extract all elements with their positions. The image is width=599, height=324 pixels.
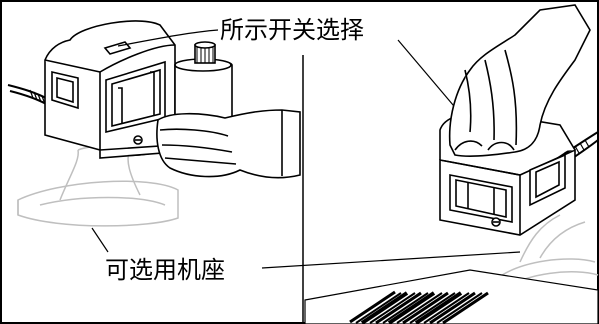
stand-left: [17, 145, 179, 227]
barcode-paper: [304, 269, 599, 324]
stand-leader-left: [91, 227, 109, 253]
switch-leader-left: [117, 29, 219, 47]
scanner-left: [44, 20, 176, 159]
optional-stand-label: 可选用机座: [103, 256, 227, 284]
cable-left: [7, 84, 51, 107]
left-scene: [7, 20, 301, 253]
right-scene: [304, 4, 599, 324]
stand-leader-right: [261, 251, 521, 269]
switch-selection-label: 所示开关选择: [218, 16, 366, 44]
hand-right: [448, 4, 591, 158]
hand-left: [156, 109, 301, 179]
barcode: [349, 290, 489, 324]
